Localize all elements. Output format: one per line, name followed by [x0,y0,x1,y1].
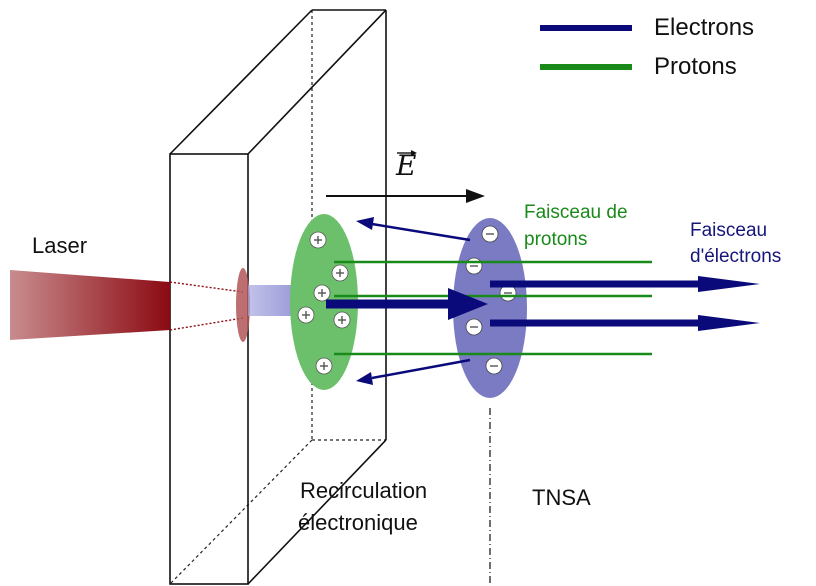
proton-cloud [290,214,358,390]
laser-spot [236,268,250,342]
laser-label: Laser [32,233,88,258]
tnsa-label: TNSA [532,485,591,510]
laser-focus-lines [169,281,244,331]
legend-electrons-label: Electrons [654,14,755,41]
main-electron-arrow [326,288,488,320]
proton-beam-label-2: protons [524,229,588,250]
e-field-label: E [396,149,417,182]
proton-beam-arrows [334,260,653,356]
electron-beam-label-1: Faisceau [690,220,768,241]
proton-beam-label-1: Faisceau de [524,202,628,223]
electron-beam-label-2: d'électrons [690,246,782,267]
recirculation-label-2: électronique [298,510,418,535]
recirculation-label-1: Recirculation [300,478,428,503]
legend-lines [540,25,632,70]
recirculation-arrows [356,217,471,385]
laser-beam [10,270,170,340]
target-slab [169,9,387,585]
electron-beam-arrows [490,276,760,331]
e-field-arrow [326,150,485,203]
charge-signs [302,233,512,370]
legend-protons-label: Protons [654,53,737,80]
